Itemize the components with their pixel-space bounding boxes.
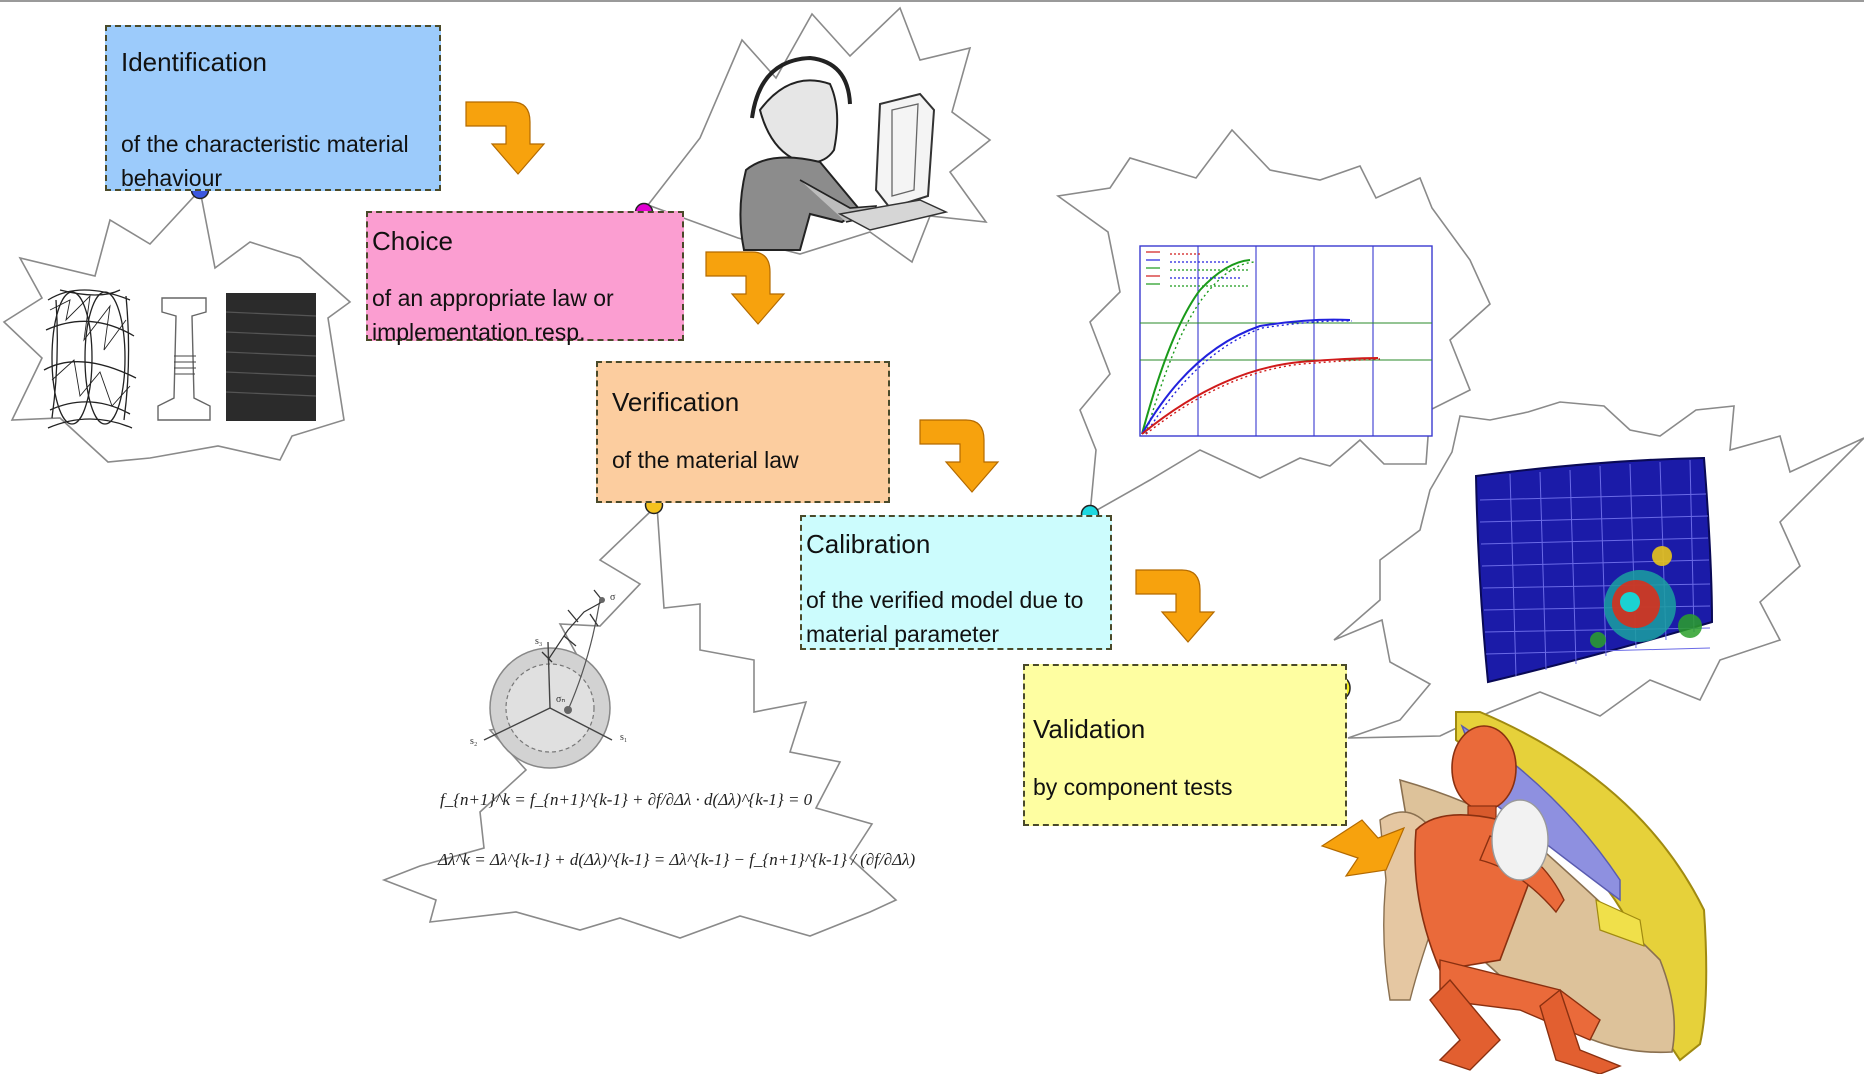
svg-text:σ: σ (610, 592, 616, 603)
formula-line-1: f_{n+1}^k = f_{n+1}^{k-1} + ∂f/∂Δλ · d(Δ… (440, 790, 813, 809)
formula-line-2: Δλ^k = Δλ^{k-1} + d(Δλ)^{k-1} = Δλ^{k-1}… (438, 850, 916, 869)
specimen-micrograph (43, 289, 317, 429)
step-identification-title: Identification (121, 47, 267, 77)
top-rule (0, 0, 1864, 2)
curve-fit-plot (1139, 245, 1433, 437)
step-verification-subtitle: of the material law (612, 447, 799, 473)
step-choice: Choice of an appropriate law or implemen… (366, 211, 684, 345)
yield-surface-sketch: s₃ s₂ s₁ σₙ σ (470, 589, 627, 769)
flow-arrow-1 (465, 101, 546, 175)
svg-text:s₃: s₃ (535, 636, 542, 647)
orange-arrows (465, 101, 1406, 877)
step-identification-subtitle: of the characteristic material behaviour (121, 131, 409, 191)
flow-arrow-5 (1320, 819, 1406, 877)
step-validation-title: Validation (1033, 714, 1146, 744)
svg-text:σₙ: σₙ (556, 694, 565, 705)
step-calibration-title: Calibration (806, 529, 931, 559)
step-calibration-subtitle: of the verified model due to material pa… (806, 587, 1084, 647)
step-verification-title: Verification (612, 387, 740, 417)
svg-text:s₁: s₁ (620, 732, 627, 743)
step-identification: Identification of the characteristic mat… (105, 25, 441, 191)
step-calibration: Calibration of the verified model due to… (800, 515, 1112, 650)
step-verification: Verification of the material law (596, 361, 890, 503)
flow-arrow-4 (1135, 569, 1216, 643)
step-validation: Validation by component tests (1023, 664, 1347, 826)
flow-arrow-2 (705, 251, 786, 325)
person-at-computer (739, 55, 949, 251)
flow-arrow-3 (919, 419, 1000, 493)
step-choice-subtitle: of an appropriate law or implementation … (372, 285, 614, 345)
crash-dummy-car-door (1379, 711, 1708, 1074)
svg-text:s₂: s₂ (470, 736, 477, 747)
step-validation-subtitle: by component tests (1033, 774, 1233, 800)
fe-crash-mesh (1474, 456, 1714, 684)
step-choice-title: Choice (372, 226, 453, 256)
